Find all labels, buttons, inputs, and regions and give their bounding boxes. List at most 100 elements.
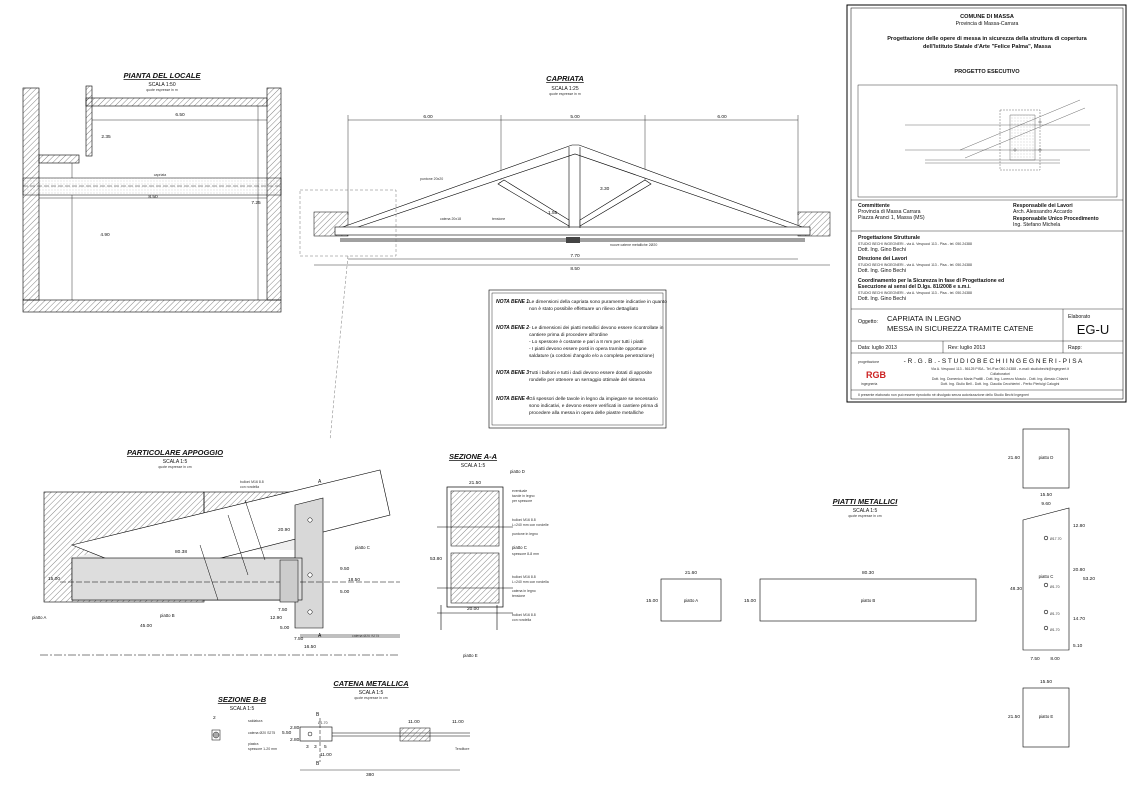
committente-1: Provincia di Massa Carrara: [858, 209, 921, 215]
plate-e-h: 21.50: [1008, 714, 1020, 720]
app-dim-950: 9.50: [340, 566, 350, 572]
note-2-line-1: - Le dimensioni dei piatti metallici dev…: [529, 325, 664, 331]
plate-c-total: 53.20: [1083, 576, 1095, 582]
cap-dim-770: 7.70: [570, 253, 580, 259]
aa-label-spessore-c: spessore 8-8 mm: [512, 552, 539, 556]
app-dim-1850: 18.50: [348, 577, 360, 583]
app-mark-a1: A: [318, 479, 322, 485]
aa-label-tensione: tensione: [512, 594, 525, 598]
app-dim-8038: 80.38: [175, 549, 187, 555]
dir-lavori-label: Direzione dei Lavori: [858, 256, 908, 262]
cap-dim-850: 8.50: [570, 266, 580, 272]
cap-label-nuove-catene: nuove catene metalliche 2Ø20: [610, 243, 657, 247]
plate-d-w: 15.50: [1040, 492, 1052, 498]
pianta-dim-235: 2.35: [101, 134, 111, 140]
plate-a-h: 15.00: [646, 598, 658, 604]
aa-label-eventuale: eventuale: [512, 489, 527, 493]
app-label-catena: catena Ø20 S275: [352, 634, 379, 638]
aa-dim-5380: 53.80: [430, 556, 442, 562]
piatti-metallici: PIATTI METALLICI SCALA 1:5 quote espress…: [646, 428, 1095, 748]
collaboratori: Collaboratori: [990, 372, 1010, 376]
elaborato-label: Elaborato: [1068, 314, 1090, 320]
catena-scale: SCALA 1:5: [359, 690, 384, 696]
sezione-bb: SEZIONE B-B SCALA 1:5 2 saldatura catena…: [211, 695, 277, 751]
app-label-piatto-c: piatto C: [355, 545, 370, 550]
note-4-line-1: Gli spessori delle tavole in legno da im…: [529, 396, 658, 402]
phase: PROGETTO ESECUTIVO: [954, 69, 1020, 75]
cap-label-catena: catena 20x18: [440, 217, 461, 221]
cap-dim-600a: 6.00: [423, 114, 433, 120]
plate-c-h2: 20.80: [1073, 567, 1085, 573]
app-dim-1650: 16.50: [304, 644, 316, 650]
logo: RGB: [866, 370, 887, 380]
committente-2: Piazza Aranci 1, Massa (MS): [858, 215, 925, 221]
provincia: Provincia di Massa-Carrara: [956, 21, 1019, 27]
comune: COMUNE DI MASSA: [960, 14, 1014, 20]
appoggio-note: quote espresse in cm: [158, 465, 191, 469]
staff-1: Dott. Ing. Domenico Maria Pratilli - Dot…: [932, 377, 1069, 381]
prog-strutt-1: STUDIO BECHI INGEGNERI - via A. Vespucci…: [858, 242, 972, 246]
capriata-elevation: CAPRIATA SCALA 1:25 quote espresse in m …: [299, 74, 831, 441]
cat-label-hole: Ø1.70: [318, 721, 328, 725]
thumbnail-detail: [905, 99, 1090, 171]
pianta-dim-490: 4.90: [100, 232, 110, 238]
app-label-piatto-a: piatto A: [32, 615, 46, 620]
plate-c: [1022, 507, 1070, 651]
note-4-label: NOTA BENE 4: [496, 396, 529, 402]
plate-b-h: 15.00: [744, 598, 756, 604]
aa-label-piatto-d: piatto D: [510, 469, 525, 474]
aa-label-bulloni-2: bulloni M16 8.8: [512, 575, 536, 579]
bb-label-piastra: piastra: [248, 742, 259, 746]
plate-c-h3: 14.70: [1073, 616, 1085, 622]
sezione-aa: SEZIONE A-A SCALA 1:5 21.50 53.80 20.00 …: [430, 452, 549, 658]
note-3-line-2: rondelle per ottenere un serraggio ottim…: [529, 377, 645, 383]
aa-dim-2150: 21.50: [469, 480, 481, 486]
note-1-label: NOTA BENE 1: [496, 299, 529, 305]
committente-label: Committente: [858, 203, 890, 209]
cat-dim-550: 5.50: [282, 730, 292, 736]
studio-name: - R . G . B . - S T U D I O B E C H I I …: [904, 358, 1083, 365]
cap-dim-155: 1.55: [548, 210, 558, 216]
pianta-dim-850: 8.50: [148, 194, 158, 200]
capriata-title: CAPRIATA: [546, 74, 584, 83]
appoggio-scale: SCALA 1:5: [163, 459, 188, 465]
app-dim-750b: 7.50: [294, 636, 304, 642]
app-dim-500: 5.00: [280, 625, 290, 631]
plate-e-label: piatto E: [1039, 714, 1054, 719]
app-dim-1290: 12.90: [270, 615, 282, 621]
prog-strutt-label: Progettazione Strutturale: [858, 235, 920, 241]
aa-label-bulloni-3: bulloni M16 8.8: [512, 613, 536, 617]
cat-dim-1100b: 11.00: [408, 719, 420, 725]
aa-label-tavole: tavole in legno: [512, 494, 535, 498]
coord-1: STUDIO BECHI INGEGNERI - via A. Vespucci…: [858, 291, 972, 295]
piatti-note: quote espresse in cm: [848, 514, 881, 518]
plate-d: [1022, 428, 1070, 489]
note-3-line-1: Tutti i bulloni e tutti i dadi devono es…: [529, 370, 652, 376]
plate-c-bot-1: 7.50: [1030, 656, 1040, 662]
particolare-appoggio: PARTICOLARE APPOGGIO SCALA 1:5 quote esp…: [32, 448, 400, 656]
plate-b: [759, 578, 977, 622]
app-dim-1500: 15.00: [48, 576, 60, 582]
bb-label-spessore: spessore 1-20 mm: [248, 747, 277, 751]
aa-label-piatto-c: piatto C: [512, 545, 527, 550]
plate-c-bot-2: 8.00: [1050, 656, 1060, 662]
note-2-line-5: saldature (a cordoni d'angolo e/o a comp…: [529, 353, 655, 359]
rup: Ing. Stefano Michela: [1013, 222, 1060, 228]
elaborato-code: EG-U: [1077, 322, 1110, 337]
aa-label-piatto-e: piatto E: [463, 653, 478, 658]
pianta-dim-725: 7.25: [251, 200, 261, 206]
cat-dim-280b: 2.80: [290, 737, 300, 743]
staff-2: Dott. Ing. Giulio Bell - Dott. Ing. Clau…: [941, 382, 1060, 386]
app-dim-500b: 5.00: [340, 589, 350, 595]
project-title-2: dell'Istituto Statale d'Arte "Felice Pal…: [923, 44, 1052, 50]
pianta-note: quote espresse in m: [146, 88, 178, 92]
pianta-scale: SCALA 1:50: [148, 82, 175, 88]
app-label-bulloni: bulloni M16 8.8: [240, 480, 264, 484]
bb-dim-2: 2: [213, 715, 216, 721]
capriata-note: quote espresse in m: [549, 92, 581, 96]
bb-label-saldatura: saldatura: [248, 719, 262, 723]
plate-c-h1: 12.80: [1073, 523, 1085, 529]
plate-c-hole-1: Ø17.70: [1050, 537, 1062, 541]
app-mark-a2: A: [318, 633, 322, 639]
plate-a: [660, 578, 722, 622]
